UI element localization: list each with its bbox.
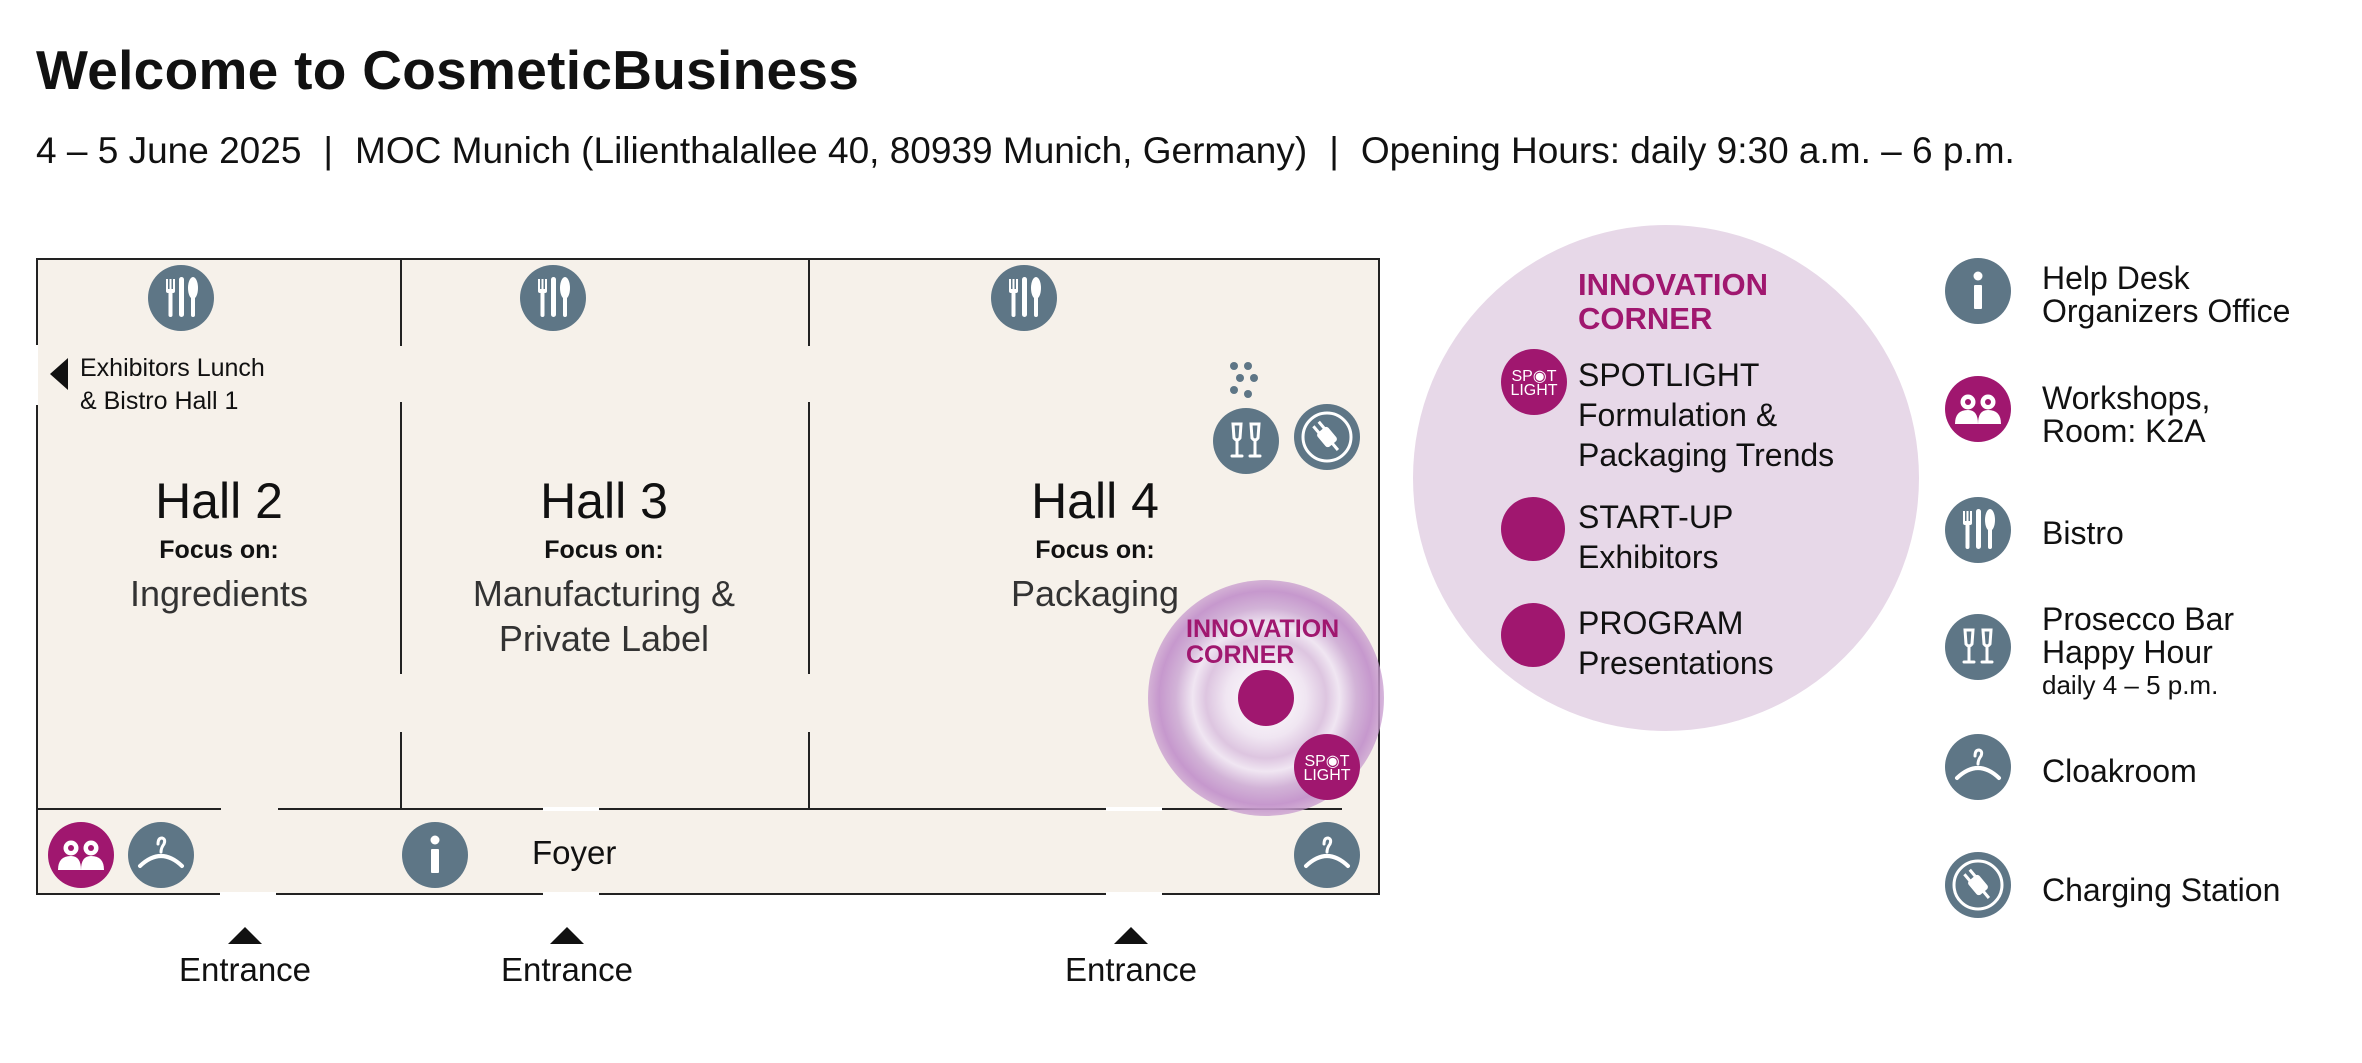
foyer-wall (278, 808, 1342, 810)
hall-focus-label: Focus on: (1035, 536, 1155, 564)
hall-name: Hall 2 (155, 473, 283, 529)
prosecco-icon (1945, 614, 2011, 680)
legend-charging-station: Charging Station (2042, 872, 2281, 908)
floor-plan (36, 258, 1380, 895)
entrance-arrow-icon (550, 927, 584, 944)
bubbles-icon (1226, 360, 1266, 400)
legend-cloakroom: Cloakroom (2042, 753, 2197, 789)
startup-dot (1501, 497, 1565, 561)
event-date: 4 – 5 June 2025 (36, 130, 302, 171)
bistro-icon[interactable] (991, 265, 1057, 331)
innovation-corner-panel (1413, 225, 1919, 731)
hall-door (1106, 807, 1162, 811)
entrance-label[interactable]: Entrance (178, 951, 312, 988)
foyer-wall (38, 808, 221, 810)
hall-4: Hall 4 Focus on: Packaging (920, 472, 1270, 616)
entrance-label[interactable]: Entrance (1064, 951, 1198, 988)
spotlight-item: SPOTLIGHT Formulation & Packaging Trends (1578, 357, 1835, 473)
workshop-icon (1945, 376, 2011, 442)
hall-divider-3-4 (808, 402, 810, 674)
legend-workshops: Workshops, Room: K2A (2042, 380, 2211, 449)
event-details: 4 – 5 June 2025 | MOC Munich (Lilienthalal… (36, 130, 2015, 172)
hall-3: Hall 3 Focus on: Manufacturing &Private … (400, 472, 808, 661)
opening-hours: Opening Hours: daily 9:30 a.m. – 6 p.m. (1360, 130, 2015, 171)
innovation-corner-dot[interactable] (1238, 670, 1294, 726)
bistro-icon[interactable] (148, 265, 214, 331)
hall-divider-2-3 (400, 402, 402, 674)
hall-divider-2-3 (400, 732, 402, 808)
info-icon (1945, 258, 2011, 324)
hall-topic: Manufacturing &Private Label (472, 573, 736, 659)
hall-name: Hall 3 (540, 473, 668, 529)
hall-focus-label: Focus on: (159, 536, 279, 564)
prosecco-icon[interactable] (1213, 408, 1279, 474)
hall-name: Hall 4 (1031, 473, 1159, 529)
entrance-gap (220, 892, 276, 896)
cloakroom-icon[interactable] (1294, 822, 1360, 888)
hall-2: Hall 2 Focus on: Ingredients (38, 472, 400, 616)
innovation-corner-map-label: INNOVATION CORNER (1186, 615, 1340, 669)
innovation-corner-title: INNOVATION CORNER (1578, 267, 1769, 336)
startup-item: START-UP Exhibitors (1578, 499, 1734, 575)
workshop-icon[interactable] (48, 822, 114, 888)
hall-topic: Ingredients (129, 573, 309, 614)
hall-divider-2-3 (400, 260, 402, 346)
legend-bistro: Bistro (2042, 515, 2124, 551)
hall-divider-3-4 (808, 732, 810, 808)
exhibitors-lunch-label: Exhibitors Lunch & Bistro Hall 1 (80, 354, 265, 415)
hall-topic: Packaging (1010, 573, 1180, 614)
event-venue: MOC Munich (Lilienthalallee 40, 80939 Mu… (355, 130, 1308, 171)
hall-divider-3-4 (808, 260, 810, 346)
entrance-label[interactable]: Entrance (500, 951, 634, 988)
spotlight-icon (1501, 349, 1567, 415)
hall1-passage (34, 345, 38, 405)
cloakroom-icon[interactable] (128, 822, 194, 888)
foyer-label: Foyer (532, 834, 617, 871)
legend-help-desk: Help Desk Organizers Office (2042, 260, 2291, 329)
separator: | (323, 130, 334, 171)
bistro-icon[interactable] (520, 265, 586, 331)
arrow-left-icon (50, 358, 68, 390)
legend-prosecco-bar: Prosecco Bar Happy Hour daily 4 – 5 p.m. (2042, 601, 2235, 701)
program-item: PROGRAM Presentations (1578, 605, 1774, 681)
separator: | (1329, 130, 1339, 171)
page-title: Welcome to CosmeticBusiness (36, 39, 860, 101)
hall-door (543, 807, 599, 811)
bistro-icon (1945, 497, 2011, 563)
entrance-gap (543, 892, 599, 896)
spotlight-icon[interactable] (1294, 734, 1360, 800)
charging-icon[interactable] (1294, 404, 1360, 470)
info-icon[interactable] (402, 822, 468, 888)
cloakroom-icon (1945, 734, 2011, 800)
entrance-arrow-icon (228, 927, 262, 944)
entrance-arrow-icon (1114, 927, 1148, 944)
hall-focus-label: Focus on: (544, 536, 664, 564)
entrance-gap (1106, 892, 1162, 896)
program-dot (1501, 603, 1565, 667)
charging-icon (1945, 852, 2011, 918)
